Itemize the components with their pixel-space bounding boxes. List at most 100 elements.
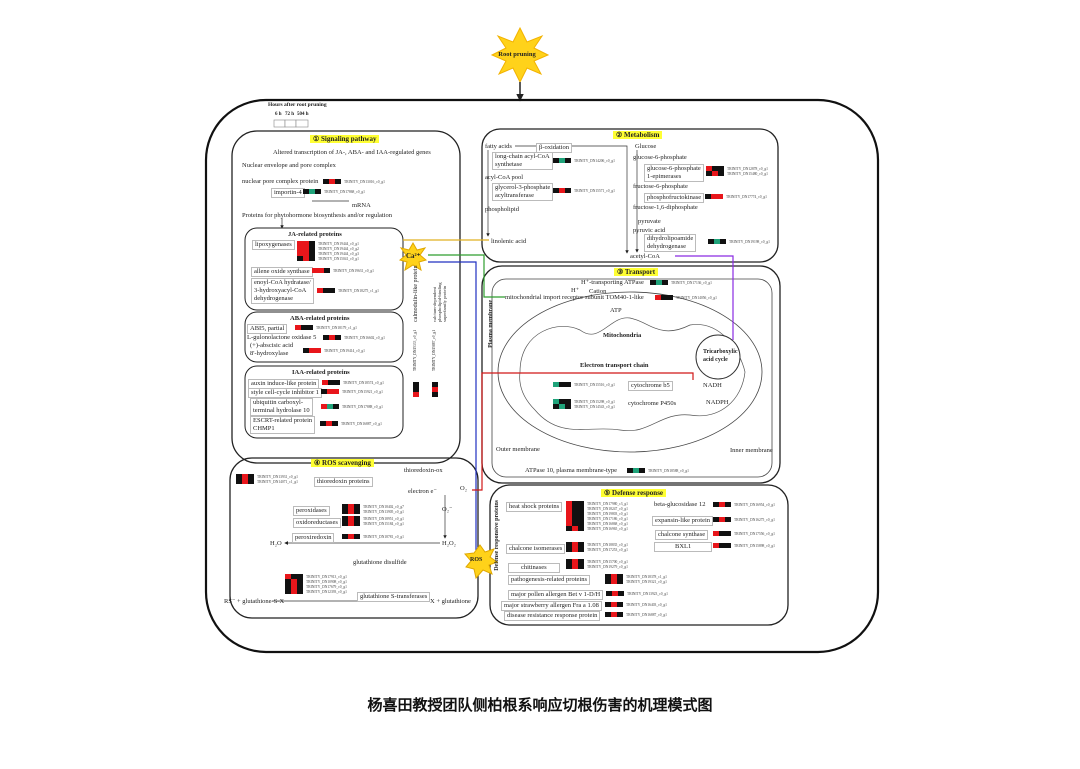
heatmap-cell xyxy=(566,542,572,547)
heatmap-cell xyxy=(578,521,584,526)
transport-title: ③ Transport xyxy=(614,268,659,276)
gene-id: TRINITY_DN18378_c1_g1 xyxy=(626,574,667,579)
heatmap-cell xyxy=(578,564,584,569)
gene-id: TRINITY_DN16868_c0_g1 xyxy=(587,521,628,526)
tom-label: mitochondrial import receptor subunit TO… xyxy=(505,294,644,301)
gene-id: TRINITY_DN15571_c0_g1 xyxy=(574,188,615,193)
phospholipid: phospholipid xyxy=(485,206,519,213)
etc-label: Electron transport chain xyxy=(580,362,649,369)
heatmap-cell xyxy=(565,382,571,387)
glucose: Glucose xyxy=(635,143,657,150)
lox-label: lipoxygenases xyxy=(252,240,295,250)
inner-membrane-label: Inner membrane xyxy=(730,447,773,454)
heatmap-cell xyxy=(572,547,578,552)
heatmap-cell xyxy=(559,404,565,409)
heatmap-cell xyxy=(291,589,297,594)
heatmap-cell xyxy=(627,468,633,473)
heatmap-row: TRINITY_DN19444_c0_g2 xyxy=(297,246,359,251)
altered-transcription: Altered transcription of JA-, ABA- and I… xyxy=(273,149,431,156)
xg-label: X + glutathione xyxy=(430,598,471,605)
f16: fructose-1,6-diphosphate xyxy=(633,204,698,211)
metabolism-title: ② Metabolism xyxy=(613,131,663,139)
linolenic-acid: linolenic acid xyxy=(491,238,527,245)
ros-label: ROS xyxy=(470,557,483,563)
legend-504h: 504 h xyxy=(297,112,309,117)
gene-id: TRINITY_DN10908_c0_g1 xyxy=(306,579,347,584)
gene-id: TRINITY_DN17868_c0_g1 xyxy=(324,189,365,194)
heatmap-row: TRINITY_DN17774_c0_g1 xyxy=(705,194,767,199)
heatmap-row: TRINITY_DN16275_c0_g1 xyxy=(713,517,775,522)
gene-id: TRINITY_DN19414_c0_g1 xyxy=(324,348,365,353)
acetyl-tca-line xyxy=(675,255,734,340)
gene-id: TRINITY_DN15298_c0_g1 xyxy=(574,399,615,404)
exp-label: expansin-like protein xyxy=(652,516,714,526)
heatmap-cell xyxy=(320,421,326,426)
figure-caption: 杨喜田教授团队侧柏根系响应切根伤害的机理模式图 xyxy=(367,696,713,714)
heatmap-row: TRINITY_DN16965_c0_g1 xyxy=(566,526,628,531)
heatmap-cell xyxy=(578,526,584,531)
heatmap-row: TRINITY_DN14206_c0_g1 xyxy=(553,158,615,163)
ca-tom40-line xyxy=(428,254,505,298)
heatmap-row: TRINITY_DN17888_c0_g1 xyxy=(321,404,383,409)
pod-label: peroxidases xyxy=(293,506,330,516)
heatmap-cell xyxy=(323,179,329,184)
heatmap-cell xyxy=(725,517,731,522)
heatmap-row: TRINITY_DN17556_c0_g1 xyxy=(713,531,775,536)
heatmap-row: TRINITY_DN14056_c0_g1 xyxy=(655,295,717,300)
gene-id: TRINITY_DN19444_c0_g1 xyxy=(318,241,359,246)
heatmap-cell xyxy=(354,534,360,539)
pr-label: pathogenesis-related proteins xyxy=(508,575,590,585)
heatmap-cell xyxy=(342,521,348,526)
heatmap-row: TRINITY_DN19414_c0_g1 xyxy=(303,348,365,353)
heatmap-cell xyxy=(725,502,731,507)
heatmap-cell xyxy=(303,189,309,194)
heatmap-row: TRINITY_DN15516_c0_g1 xyxy=(553,382,615,387)
heatmap-cell xyxy=(553,404,559,409)
heatmap-cell xyxy=(553,399,559,404)
prx-heatmap: TRINITY_DN18781_c0_g1 xyxy=(342,534,404,539)
aba8-label-1: (+)-abscisic acid xyxy=(250,342,294,349)
ros-star xyxy=(464,544,499,580)
h2o-label: H₂O xyxy=(270,540,282,547)
heatmap-cell xyxy=(342,516,348,521)
thioredoxin-ox: thioredoxin-ox xyxy=(404,467,443,474)
mrna-label: mRNA xyxy=(352,202,371,209)
heatmap-cell xyxy=(662,280,668,285)
heatmap-cell xyxy=(617,574,623,579)
metabolism-box xyxy=(481,128,779,263)
gene-id: TRINITY_DN16403_c0_g1 xyxy=(626,602,667,607)
abi-heatmap: TRINITY_DN18179_c1_g1 xyxy=(295,325,357,330)
bglu-heatmap: TRINITY_DN16954_c0_g1 xyxy=(713,502,775,507)
aos-label: allene oxide synthase xyxy=(251,267,313,277)
gene-id: TRINITY_DN17913_c0_g1 xyxy=(306,574,347,579)
heatmap-cell xyxy=(321,404,327,409)
npc-heatmap: TRINITY_DN13016_c0_g1 xyxy=(323,179,385,184)
heatmap-cell xyxy=(342,504,348,509)
heatmap-row: TRINITY_DN19631_c0_g1 xyxy=(312,268,374,273)
ca-ros-line xyxy=(428,261,477,550)
heatmap-cell xyxy=(718,171,724,176)
heatmap-cell xyxy=(565,404,571,409)
style-heatmap: TRINITY_DN15921_c0_g1 xyxy=(321,389,383,394)
heatmap-cell xyxy=(713,543,719,548)
heatmap-cell xyxy=(611,602,617,607)
heatmap-cell xyxy=(297,584,303,589)
heatmap-cell xyxy=(327,404,333,409)
heatmap-cell xyxy=(309,348,315,353)
gene-id: TRINITY_DN19198_c0_g1 xyxy=(729,239,770,244)
hsp-label: heat shock proteins xyxy=(506,502,563,512)
mitochondria-label: Mitochondria xyxy=(603,332,642,339)
defense-title: ⑤ Defense response xyxy=(601,489,667,497)
heatmap-cell xyxy=(342,534,348,539)
pyruvate: pyruvate xyxy=(638,218,661,225)
heatmap-cell xyxy=(566,511,572,516)
ubq-label-1: ubiquitin carboxyl- xyxy=(253,399,304,406)
gene-id: TRINITY_DN16602_c0_g1 xyxy=(344,335,385,340)
heatmap-cell xyxy=(297,246,303,251)
aba-title: ABA-related proteins xyxy=(290,315,350,322)
gssg-label: glutathione disulfide xyxy=(353,559,407,566)
